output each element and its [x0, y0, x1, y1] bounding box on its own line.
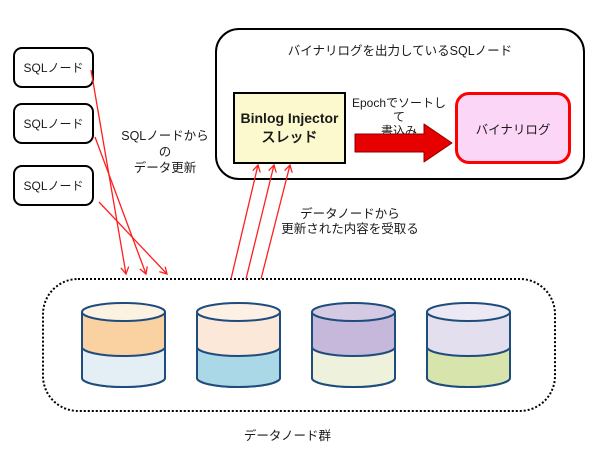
data-node-group-box: [42, 278, 556, 412]
binlog-label: バイナリログ: [475, 122, 551, 137]
sql-update-arrow-3: [98, 201, 167, 274]
sql-node-box-3: SQLノード: [13, 165, 94, 206]
binlog-injector-thread-box: Binlog Injector スレッド: [233, 92, 346, 164]
sql-node-label: SQLノード: [23, 61, 84, 75]
binlog-injector-thread-label: Binlog Injector スレッド: [240, 110, 339, 145]
sql-node-box-1: SQLノード: [13, 47, 94, 88]
epoch-sort-write-label: Epochでソートして 書込み: [351, 96, 447, 138]
sql-update-label: SQLノードからの データ更新: [121, 129, 209, 175]
data-node-group-label: データノード群: [243, 429, 332, 443]
receive-arrow-1: [230, 165, 258, 280]
sql-node-label: SQLノード: [23, 117, 84, 131]
receive-from-datanode-label: データノードから 更新された内容を受取る: [281, 207, 419, 236]
sql-node-label: SQLノード: [23, 179, 84, 193]
binlog-sql-node-title: バイナリログを出力しているSQLノード: [287, 44, 513, 58]
sql-node-box-2: SQLノード: [13, 103, 94, 144]
binlog-box: バイナリログ: [455, 92, 571, 164]
